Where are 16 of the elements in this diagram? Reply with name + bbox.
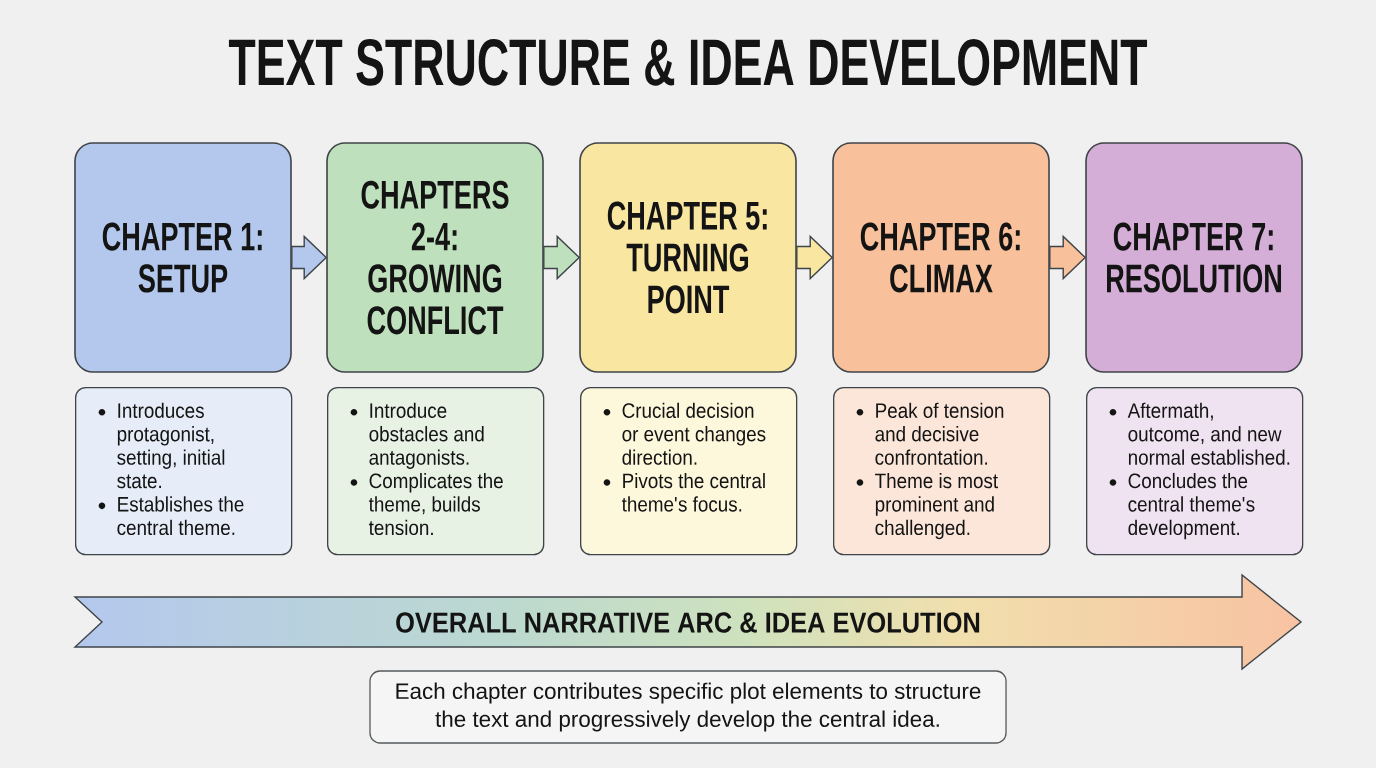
block-arrow [543, 234, 581, 281]
block-arrow [796, 234, 834, 281]
chapter-box: CHAPTER 7: RESOLUTION [1085, 142, 1303, 373]
chapter-box: CHAPTER 6: CLIMAX [832, 142, 1050, 373]
description-box: Introduces protagonist, setting, initial state. Establishes the central theme. [75, 387, 293, 556]
description-box: Crucial decision or event changes direction. Pivots the central theme's focus. [580, 387, 798, 556]
description-box: Aftermath, outcome, and new normal established. Concludes the central theme's development. [1086, 387, 1304, 556]
block-arrow [291, 234, 328, 281]
chapter-box: CHAPTERS 2-4: GROWING CONFLICT [326, 142, 544, 373]
diagram-title: TEXT STRUCTURE & IDEA DEVELOPMENT [228, 39, 1148, 86]
chapter-box: CHAPTER 1: SETUP [74, 142, 292, 373]
description-box: Introduce obstacles and antagonists. Complicates the theme, builds tension. [327, 387, 545, 556]
block-arrow [1049, 234, 1087, 281]
description-box: Peak of tension and decisive confrontation. Theme is most prominent and challenged. [833, 387, 1051, 556]
chapter-box: CHAPTER 5: TURNING POINT [579, 142, 797, 373]
caption-box: Each chapter contributes specific plot elements to structure the text and progressively develop the central idea. [369, 670, 1007, 744]
